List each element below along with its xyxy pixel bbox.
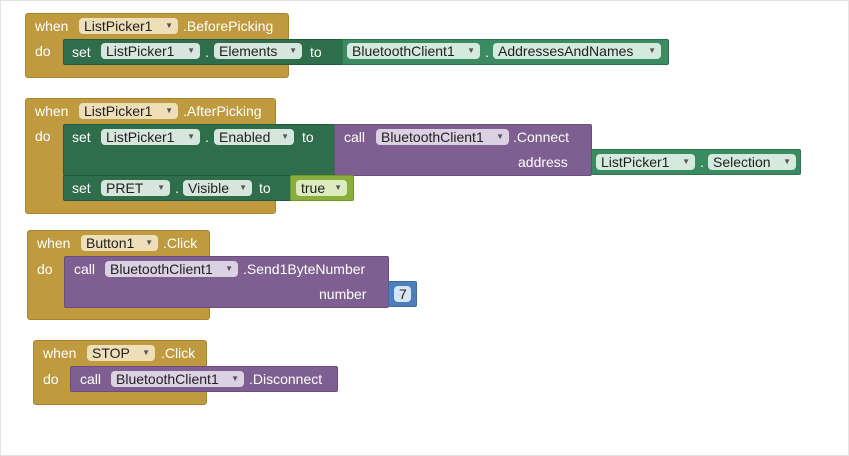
getter-property-dropdown[interactable]: AddressesAndNames ▼ <box>493 43 661 59</box>
when-keyword: when <box>35 103 69 119</box>
dropdown-value: BluetoothClient1 <box>116 371 219 387</box>
dropdown-value: BluetoothClient1 <box>381 129 484 145</box>
set-keyword: set <box>72 180 91 196</box>
chevron-down-icon: ▼ <box>289 46 297 55</box>
dropdown-value: ListPicker1 <box>106 43 175 59</box>
event-name: .Click <box>163 235 198 251</box>
do-keyword: do <box>43 371 59 387</box>
chevron-down-icon: ▼ <box>281 132 289 141</box>
dropdown-value: ListPicker1 <box>84 18 153 34</box>
dropdown-value: true <box>301 180 326 196</box>
chevron-down-icon: ▼ <box>187 46 195 55</box>
address-label: address <box>518 154 568 170</box>
to-keyword: to <box>310 44 322 60</box>
set-component-dropdown[interactable]: ListPicker1 ▼ <box>101 129 200 145</box>
set-component-dropdown[interactable]: ListPicker1 ▼ <box>101 43 200 59</box>
chevron-down-icon: ▼ <box>231 374 239 383</box>
do-keyword: do <box>35 128 51 144</box>
dropdown-value: ListPicker1 <box>106 129 175 145</box>
set-property-dropdown[interactable]: Elements ▼ <box>214 43 302 59</box>
chevron-down-icon: ▼ <box>145 238 153 247</box>
getter-property-dropdown[interactable]: Selection ▼ <box>708 154 796 170</box>
do-keyword: do <box>35 43 51 59</box>
getter-component-dropdown[interactable]: ListPicker1 ▼ <box>596 154 695 170</box>
dropdown-value: STOP <box>92 345 130 361</box>
to-keyword: to <box>302 129 314 145</box>
call-keyword: call <box>74 261 96 277</box>
chevron-down-icon: ▼ <box>165 21 173 30</box>
chevron-down-icon: ▼ <box>225 264 233 273</box>
chevron-down-icon: ▼ <box>496 132 504 141</box>
event-component-dropdown[interactable]: STOP ▼ <box>87 345 155 361</box>
event-component-dropdown[interactable]: Button1 ▼ <box>81 235 158 251</box>
call-component-dropdown[interactable]: BluetoothClient1 ▼ <box>105 261 238 277</box>
event-name: .AfterPicking <box>183 103 262 119</box>
when-keyword: when <box>43 345 77 361</box>
when-keyword: when <box>37 235 71 251</box>
call-component-dropdown[interactable]: BluetoothClient1 ▼ <box>376 129 509 145</box>
separator-dot: . <box>205 129 209 145</box>
to-keyword: to <box>259 180 271 196</box>
boolean-dropdown[interactable]: true ▼ <box>296 180 347 196</box>
dropdown-value: ListPicker1 <box>84 103 153 119</box>
chevron-down-icon: ▼ <box>648 46 656 55</box>
dropdown-value: Button1 <box>86 235 135 251</box>
event-name: .Click <box>161 345 196 361</box>
chevron-down-icon: ▼ <box>682 157 690 166</box>
method-name: .Disconnect <box>249 371 323 387</box>
method-name: .Send1ByteNumber <box>243 261 366 277</box>
dropdown-value: BluetoothClient1 <box>352 43 455 59</box>
call-keyword: call <box>344 129 366 145</box>
dropdown-value: BluetoothClient1 <box>110 261 213 277</box>
chevron-down-icon: ▼ <box>467 46 475 55</box>
when-keyword: when <box>35 18 69 34</box>
do-keyword: do <box>37 261 53 277</box>
event-component-dropdown[interactable]: ListPicker1 ▼ <box>79 18 178 34</box>
separator-dot: . <box>175 180 179 196</box>
dropdown-value: ListPicker1 <box>601 154 670 170</box>
separator-dot: . <box>700 154 704 170</box>
set-keyword: set <box>72 44 91 60</box>
set-component-dropdown[interactable]: PRET ▼ <box>101 180 170 196</box>
getter-component-dropdown[interactable]: BluetoothClient1 ▼ <box>347 43 480 59</box>
chevron-down-icon: ▼ <box>157 183 165 192</box>
chevron-down-icon: ▼ <box>187 132 195 141</box>
dropdown-value: PRET <box>106 180 144 196</box>
number-field[interactable]: 7 <box>394 286 411 302</box>
separator-dot: . <box>205 44 209 60</box>
dropdown-value: AddressesAndNames <box>498 43 634 59</box>
dropdown-value: Enabled <box>219 129 271 145</box>
call-component-dropdown[interactable]: BluetoothClient1 ▼ <box>111 371 244 387</box>
dropdown-value: Visible <box>188 180 229 196</box>
method-name: .Connect <box>513 129 570 145</box>
event-name: .BeforePicking <box>183 18 274 34</box>
dropdown-value: Elements <box>219 43 278 59</box>
chevron-down-icon: ▼ <box>783 157 791 166</box>
set-property-dropdown[interactable]: Visible ▼ <box>183 180 252 196</box>
set-keyword: set <box>72 129 91 145</box>
number-label: number <box>319 286 367 302</box>
event-component-dropdown[interactable]: ListPicker1 ▼ <box>79 103 178 119</box>
dropdown-value: Selection <box>713 154 771 170</box>
chevron-down-icon: ▼ <box>334 183 342 192</box>
set-property-dropdown[interactable]: Enabled ▼ <box>214 129 294 145</box>
separator-dot: . <box>485 44 489 60</box>
chevron-down-icon: ▼ <box>165 106 173 115</box>
chevron-down-icon: ▼ <box>239 183 247 192</box>
call-keyword: call <box>80 371 102 387</box>
chevron-down-icon: ▼ <box>142 348 150 357</box>
